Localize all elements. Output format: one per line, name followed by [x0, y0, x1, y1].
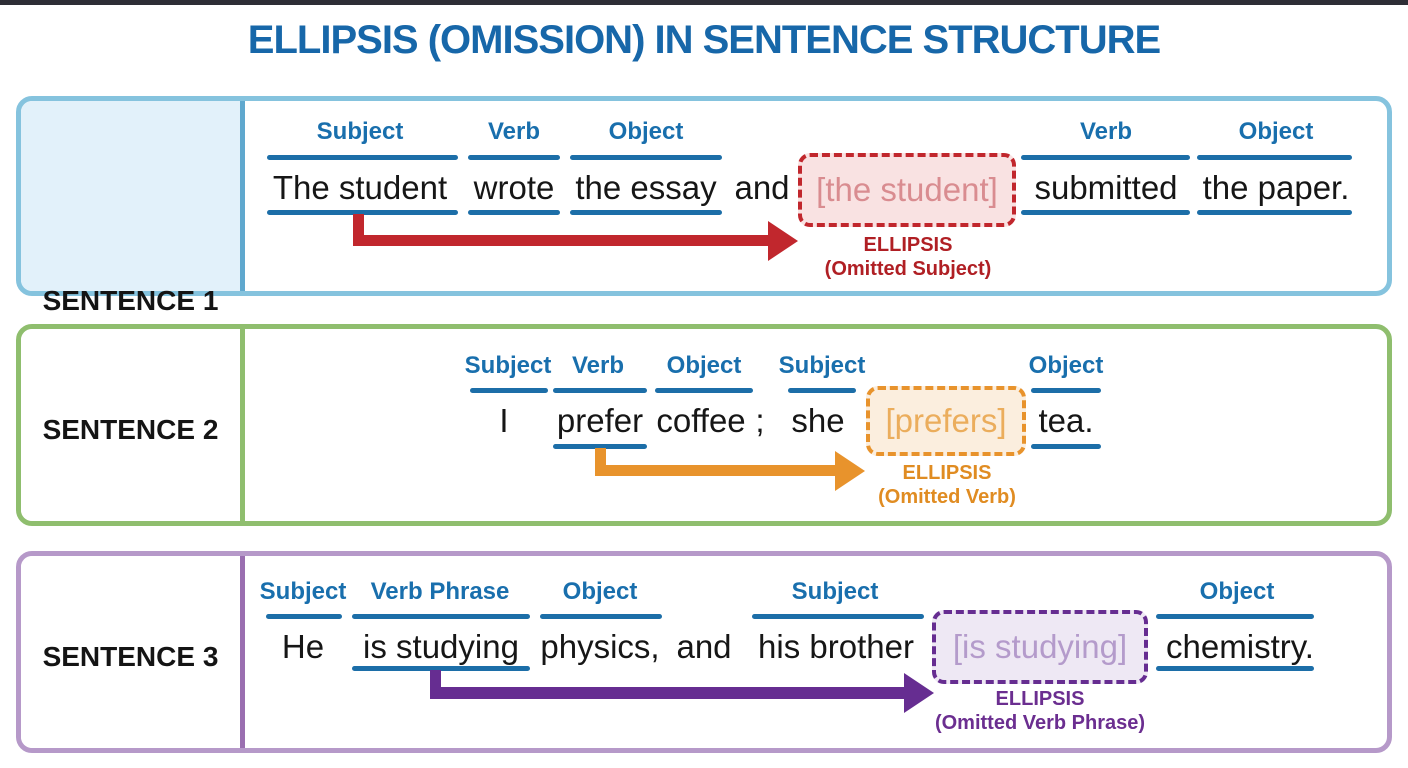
sentence-word: the essay — [575, 169, 717, 206]
underline — [788, 388, 856, 393]
sentence-1-panel: SENTENCE 1 Subject Verb Object Verb Obje… — [16, 96, 1392, 316]
ellipsis-arrow-head — [835, 451, 865, 491]
sentence-1-label: SENTENCE 1 — [42, 285, 219, 316]
underline — [540, 614, 662, 619]
sentence-word: and — [676, 628, 732, 665]
sentence-2-label: SENTENCE 2 — [42, 414, 219, 445]
underline — [1156, 666, 1314, 671]
sentence-word: physics, — [540, 628, 660, 665]
sentence-3-label: SENTENCE 3 — [42, 641, 219, 672]
ellipsis-arrow-stem — [430, 670, 441, 698]
sentence-3-panel: SENTENCE 3 Subject Verb Phrase Object Su… — [16, 551, 1392, 753]
underline — [468, 155, 560, 160]
ellipsis-arrow-head — [904, 673, 934, 713]
underline — [267, 210, 458, 215]
sentence-word: prefer — [556, 402, 644, 439]
grammar-label: Subject — [316, 118, 404, 145]
sentence-word: The student — [272, 169, 448, 206]
underline — [1197, 155, 1352, 160]
sentence-word: the paper. — [1202, 169, 1350, 206]
underline — [570, 210, 722, 215]
sentence-word: his brother — [758, 628, 914, 665]
ellipsis-caption-note: (Omitted Verb) — [878, 486, 1016, 508]
underline — [1021, 155, 1190, 160]
sentence-word: He — [281, 628, 325, 665]
top-edge-strip — [0, 0, 1408, 5]
grammar-label: Subject — [464, 352, 552, 379]
sentence-word: wrote — [473, 169, 555, 206]
grammar-label: Verb — [1079, 118, 1133, 145]
panel-divider — [240, 329, 245, 521]
underline — [752, 614, 924, 619]
ellipsis-caption-note: (Omitted Subject) — [824, 258, 992, 280]
sentence-word: I — [499, 402, 509, 439]
sentence-word: chemistry. — [1166, 628, 1314, 665]
grammar-label: Object — [666, 352, 742, 379]
sentence-word: she — [791, 402, 845, 439]
underline — [1197, 210, 1352, 215]
ellipsis-arrow-shaft — [353, 235, 768, 246]
sentence-word: submitted — [1034, 169, 1178, 206]
grammar-label: Subject — [259, 578, 347, 605]
sentence-3-header-cell — [21, 556, 240, 748]
sentence-word: and — [734, 169, 790, 206]
sentence-word: coffee — [656, 402, 746, 439]
underline — [352, 614, 530, 619]
grammar-label: Subject — [791, 578, 879, 605]
underline — [1031, 444, 1101, 449]
ellipsis-arrow-stem — [353, 214, 364, 246]
underline — [470, 388, 548, 393]
grammar-label: Verb — [487, 118, 541, 145]
underline — [1021, 210, 1190, 215]
underline — [267, 155, 458, 160]
ellipsis-caption-note: (Omitted Verb Phrase) — [934, 712, 1146, 734]
underline — [468, 210, 560, 215]
panel-divider — [240, 101, 245, 291]
ellipsis-arrow-shaft — [595, 465, 835, 476]
sentence-word: ; — [755, 402, 765, 439]
grammar-label: Subject — [778, 352, 866, 379]
grammar-label: Object — [562, 578, 638, 605]
grammar-label: Object — [1028, 352, 1104, 379]
page-title: ELLIPSIS (OMISSION) IN SENTENCE STRUCTUR… — [247, 18, 1161, 62]
underline — [352, 666, 530, 671]
grammar-label: Object — [1199, 578, 1275, 605]
panel-divider — [240, 556, 245, 748]
grammar-label: Verb — [571, 352, 625, 379]
sentence-2-header-cell — [21, 329, 240, 521]
sentence-word: tea. — [1038, 402, 1094, 439]
underline — [655, 388, 753, 393]
grammar-label: Verb Phrase — [370, 578, 510, 605]
underline — [570, 155, 722, 160]
omitted-phrase-box: [is studying] — [932, 610, 1148, 684]
omitted-phrase-box: [prefers] — [866, 386, 1026, 456]
sentence-2-panel: SENTENCE 2 Subject Verb Object Subject O… — [16, 324, 1392, 526]
ellipsis-caption: ELLIPSIS — [902, 462, 992, 484]
underline — [266, 614, 342, 619]
underline — [553, 388, 647, 393]
ellipsis-arrow-shaft — [430, 687, 904, 699]
underline — [553, 444, 647, 449]
omitted-phrase-box: [the student] — [798, 153, 1016, 227]
ellipsis-arrow-stem — [595, 448, 606, 476]
underline — [1156, 614, 1314, 619]
ellipsis-arrow-head — [768, 221, 798, 261]
grammar-label: Object — [608, 118, 684, 145]
underline — [1031, 388, 1101, 393]
ellipsis-caption: ELLIPSIS — [863, 234, 953, 256]
sentence-1-header-cell — [21, 101, 240, 291]
sentence-word: is studying — [363, 628, 519, 665]
grammar-label: Object — [1238, 118, 1314, 145]
ellipsis-caption: ELLIPSIS — [995, 688, 1085, 710]
